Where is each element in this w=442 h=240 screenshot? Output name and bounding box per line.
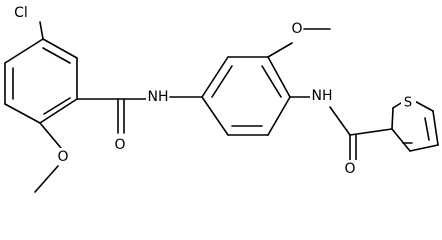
bond-t1 [391, 107, 394, 130]
bond-t6 [391, 128, 411, 152]
bond-l1 [4, 38, 44, 64]
bond-c4 [267, 96, 291, 136]
carbonyl-o-right-bg [343, 160, 357, 178]
amide-nh-left: NH [148, 89, 169, 105]
molecule-canvas: Cl O O NH O [4, 3, 439, 193]
chlorine-label: Cl [14, 5, 28, 21]
bond-nh-carbonyl-right [329, 106, 351, 136]
bond-carbonyl-thiophene [349, 128, 393, 136]
carbonyl-oxygen-left: O [114, 137, 125, 153]
bond-o-methyl-left [34, 165, 59, 193]
sulfur-bg [401, 94, 416, 112]
bond-c6 [201, 96, 229, 136]
bond-ring-o-right [267, 42, 293, 58]
methoxy-oxygen-left: O [57, 149, 68, 165]
bond-l4 [39, 98, 78, 124]
amide-nh-right: NH [312, 88, 333, 104]
double-bond-l3 [42, 47, 71, 64]
double-bond-l2 [43, 97, 71, 115]
cl-label-bg [8, 3, 38, 23]
bond-l6 [42, 38, 78, 59]
bond-ring-o-left [39, 122, 62, 149]
carbonyl-oxygen-right: O [344, 161, 355, 177]
double-bond-t1 [424, 117, 430, 141]
bond-c-cl [39, 21, 44, 40]
bond-t5 [409, 144, 439, 152]
carbonyl-o-left-bg [113, 136, 127, 154]
double-bond-c1 [211, 65, 233, 98]
bond-l3 [4, 103, 41, 124]
methoxy-oxygen-right: O [291, 21, 302, 37]
bond-c3 [267, 56, 291, 98]
double-bond-c2 [261, 65, 282, 98]
left-benzene-ring [4, 38, 78, 124]
molecule-structure: Cl O O NH O [4, 3, 439, 193]
bond-c1 [201, 56, 229, 98]
center-benzene-ring [201, 56, 291, 136]
o-left-bg [56, 148, 70, 166]
sulfur-label: S [404, 96, 412, 111]
o-right-bg [290, 20, 304, 38]
nh-left-bg [146, 88, 170, 108]
bond-t4 [432, 110, 439, 146]
nh-right-bg [310, 87, 334, 107]
